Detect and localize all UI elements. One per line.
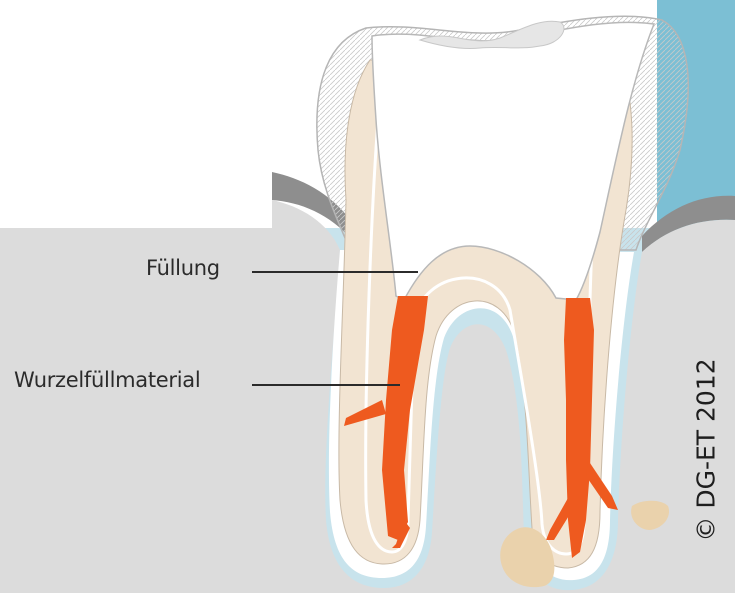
filling-label: Füllung <box>146 256 220 280</box>
copyright-notice: © DG-ET 2012 <box>692 358 721 541</box>
root-filling-label: Wurzelfüllmaterial <box>14 368 200 392</box>
